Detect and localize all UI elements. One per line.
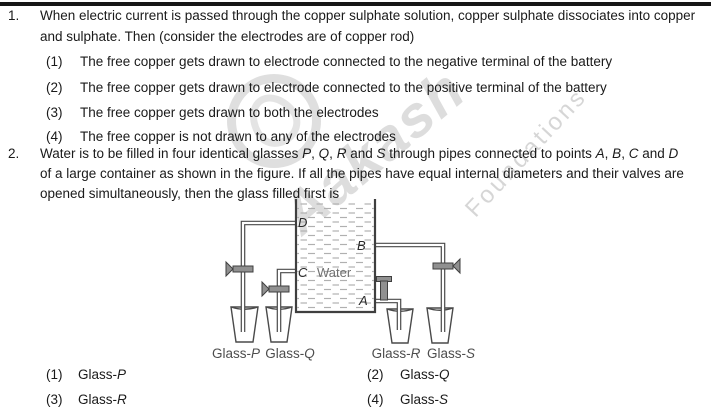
q2-italic-seg: A (595, 146, 605, 161)
q2-option-4: (4) Glass-S (367, 392, 448, 407)
q2-italic-seg: D (668, 146, 679, 161)
tank-water (297, 201, 374, 311)
q1-line-1: When electric current is passed through … (40, 8, 696, 23)
q1-option-3: (3) The free copper gets drawn to both th… (46, 105, 379, 120)
option-number: (1) (46, 54, 63, 69)
q2-italic-seg: R (336, 146, 347, 161)
option-text: Glass-R (78, 392, 127, 407)
option-text: Glass-P (78, 367, 127, 382)
valve-pipe-q (261, 280, 290, 298)
option-text: The free copper gets drawn to electrode … (80, 80, 607, 95)
q2-italic-seg: P (302, 146, 312, 161)
q2-line-3: opened simultaneously, then the glass fi… (40, 186, 340, 201)
q2-text-seg: , (311, 146, 319, 161)
option-text: The free copper gets drawn to both the e… (80, 105, 379, 120)
option-text: Glass-Q (400, 367, 450, 382)
option-text: Glass-S (400, 392, 449, 407)
q1-number: 1. (8, 8, 20, 23)
figure-svg: D B C A Water Glass-P Glass-Q Glass-R Gl… (212, 199, 475, 361)
option-number: (2) (46, 80, 63, 95)
q2-option-1: (1) Glass-P (46, 367, 126, 382)
q2-option-2: (2) Glass-Q (367, 367, 450, 382)
glass-p-label: Glass-P (212, 346, 260, 361)
q1-option-2: (2) The free copper gets drawn to electro… (46, 80, 607, 95)
q2-text-seg: Water is to be filled in four identical … (40, 146, 303, 161)
q2-number: 2. (8, 146, 20, 161)
water-label: Water (317, 265, 352, 280)
q2-text-seg: through pipes connected to points (385, 146, 596, 161)
glass-s (426, 307, 454, 344)
q2-text-seg: , (621, 146, 629, 161)
glass-s-label: Glass-S (427, 346, 475, 361)
q1-line-2: and sulphate. Then (consider the electro… (40, 29, 415, 44)
option-number: (4) (367, 392, 384, 407)
option-number: (3) (46, 105, 63, 120)
point-label-c: C (298, 265, 308, 280)
q2-line-1: Water is to be filled in four identical … (40, 146, 678, 161)
top-rule (0, 2, 711, 6)
q2-text-seg: , (329, 146, 337, 161)
valve-pipe-s (432, 257, 461, 275)
q1-option-1: (1) The free copper gets drawn to electro… (46, 54, 612, 69)
q2-italic-seg: C (628, 146, 639, 161)
glass-r-label: Glass-R (372, 346, 421, 361)
option-number: (2) (367, 367, 384, 382)
q2-italic-seg: Q (318, 146, 330, 161)
q2-line-2: of a large container as shown in the fig… (40, 166, 684, 181)
q2-text-seg: and (346, 146, 377, 161)
option-number: (1) (46, 367, 63, 382)
point-label-d: D (298, 215, 307, 230)
option-number: (3) (46, 392, 63, 407)
q2-italic-seg: B (612, 146, 622, 161)
q2-option-3: (3) Glass-R (46, 392, 127, 407)
point-label-b: B (357, 238, 366, 253)
option-text: The free copper gets drawn to electrode … (80, 54, 613, 69)
q2-italic-seg: S (376, 146, 386, 161)
point-label-a: A (358, 293, 368, 308)
glass-q-label: Glass-Q (265, 346, 315, 361)
tap-pipe-a (376, 276, 392, 301)
option-text: The free copper is not drawn to any of t… (80, 129, 396, 144)
q2-text-seg: and (638, 146, 669, 161)
q1-option-4: (4) The free copper is not drawn to any o… (46, 129, 396, 144)
option-number: (4) (46, 129, 63, 144)
q2-text-seg: , (604, 146, 613, 161)
tank-walls (294, 199, 377, 314)
valve-pipe-p (225, 260, 254, 278)
